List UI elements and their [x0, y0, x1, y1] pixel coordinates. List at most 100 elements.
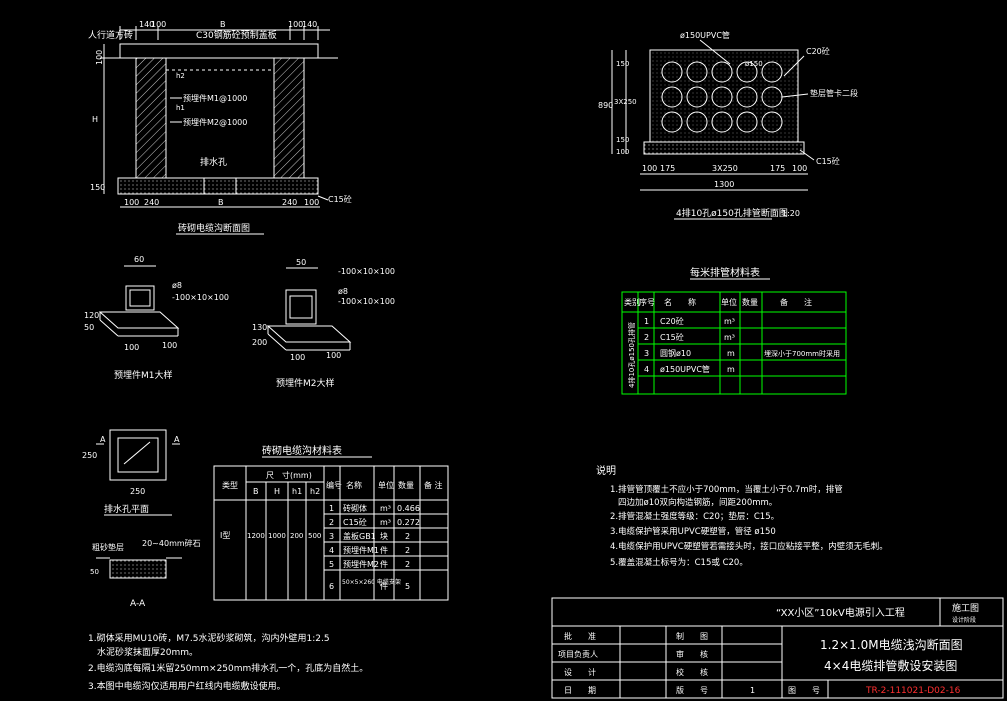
tt-h-no: 编号: [326, 480, 342, 490]
note-right-2: 四边加ø10双向构造钢筋，间距200mm。: [618, 497, 777, 508]
tb-title-2: 4×4电缆排管敷设安装图: [824, 658, 957, 673]
dt-row-2: 2 C15砼 m³: [644, 332, 735, 342]
tt-dim-h1: 200: [290, 532, 303, 540]
drain-layer: 粗砂垫层: [92, 542, 124, 552]
tt-r4-no: 4: [329, 546, 334, 555]
label-cover: C30钢筋砼预制盖板: [196, 29, 277, 41]
tt-r6-name: 50×5×260 电缆支架: [342, 578, 401, 586]
tt-r4-name: 预埋件M1: [343, 545, 379, 555]
duct-bedding: [643, 141, 805, 155]
note-left-3: 2.电缆沟底每隔1米留250mm×250mm排水孔一个，孔底为自然土。: [88, 662, 368, 674]
duct-dim-bot-3: 175: [770, 164, 785, 173]
dt-h-note: 备 注: [780, 297, 812, 307]
drain-caption: 排水孔平面: [104, 503, 149, 515]
duct-label-pipe: ø150UPVC管: [680, 30, 730, 40]
m1-caption: 预埋件M1大样: [114, 369, 173, 381]
duct-dim-bot-0: 100: [642, 164, 657, 173]
note-left-2: 水泥砂浆抹面厚20mm。: [97, 646, 198, 658]
tb-stage: 施工图: [952, 602, 979, 614]
label-embed2: 预埋件M2@1000: [183, 117, 247, 127]
dt-h-unit: 单位: [721, 297, 737, 307]
tb-stage-sub: 设计阶段: [952, 616, 976, 624]
duct-dim-total: 1300: [714, 180, 734, 189]
note-right-4: 3.电缆保护管采用UPVC硬塑管，管径 ø150: [610, 526, 776, 537]
tb-title-1: 1.2×1.0M电缆浅沟断面图: [820, 637, 963, 652]
tb-label-design: 设 计: [564, 667, 596, 677]
dt-r2-name: C15砼: [660, 332, 684, 342]
duct-pipes: [661, 61, 783, 133]
m2-plate2: -100×10×100: [338, 297, 395, 306]
m2-rod: ø8: [338, 287, 348, 296]
tt-h-type: 类型: [222, 480, 238, 490]
label-sidewalk: 人行道方砖: [88, 29, 133, 41]
tb-project: “XX小区”10kV电源引入工程: [776, 606, 905, 619]
m2-dim-top: 50: [296, 258, 306, 267]
note-left-1: 1.砌体采用MU10砖，M7.5水泥砂浆砌筑，沟内外壁用1:2.5: [88, 632, 330, 644]
duct-caption: 4排10孔ø150孔排管断面图: [676, 207, 788, 219]
drain-mark-right: A: [174, 435, 180, 444]
label-h2: h2: [176, 72, 185, 80]
dt-r4-unit: m: [727, 365, 735, 374]
title-block: “XX小区”10kV电源引入工程 施工图 设计阶段 批 准 项目负责人 设 计 …: [551, 597, 1004, 699]
drain-dim-w: 250: [130, 487, 145, 496]
tb-drawing-no-label: 图 号: [788, 686, 820, 695]
label-drain: 排水孔: [200, 156, 227, 168]
cover-slab: [119, 43, 319, 59]
notes-left: 1.砌体采用MU10砖，M7.5水泥砂浆砌筑，沟内外壁用1:2.5 水泥砂浆抹面…: [88, 632, 368, 692]
duct-label-c20: C20砼: [806, 46, 830, 56]
tt-r2-qty: 0.272: [397, 518, 420, 527]
tt-sh-b: B: [253, 487, 259, 496]
dt-r3-name: 圆钢ø10: [660, 348, 691, 358]
drain-stone: 20~40mm碎石: [142, 538, 201, 548]
tt-r6-no: 6: [329, 582, 334, 591]
tt-dim-b: 1200: [247, 532, 265, 540]
embed-m1-detail: 60 ø8 -100×10×100 120 50 100 100 预埋件M1大样: [84, 255, 229, 381]
tt-r6-qty: 5: [405, 582, 410, 591]
dim-top-3: B: [220, 20, 226, 29]
tb-label-pm: 项目负责人: [558, 649, 598, 659]
tb-label-review: 审 核: [676, 649, 708, 659]
dt-category: 4排10孔ø150孔排管: [627, 322, 636, 388]
duct-dim-left-4: 150: [616, 60, 629, 68]
label-h1: h1: [176, 104, 185, 112]
dt-r3-no: 3: [644, 349, 649, 358]
m1-dim-left1: 120: [84, 311, 99, 320]
m2-caption: 预埋件M2大样: [276, 377, 335, 389]
dim-top-1: 140: [139, 20, 154, 29]
trench-material-table: 砖砌电缆沟材料表 类型 尺 寸(mm) 编号 名称 单位 数量 备 注 B H …: [213, 444, 449, 601]
tt-r5-unit: 件: [380, 559, 388, 569]
dt-row-4: 4 ø150UPVC管 m: [644, 364, 735, 374]
tt-sh-h2: h2: [310, 487, 320, 496]
dt-r4-no: 4: [644, 365, 649, 374]
dim-left-1: 100: [95, 50, 104, 65]
label-c15: C15砼: [328, 194, 352, 204]
duct-table-title: 每米排管材料表: [690, 266, 760, 279]
tt-r4-qty: 2: [405, 546, 410, 555]
note-right-1: 1.排管管顶覆土不应小于700mm，当覆土小于0.7m时，排管: [610, 484, 843, 495]
m1-dim-side: 100: [162, 341, 177, 350]
duct-scale: 1:20: [782, 209, 800, 218]
duct-dim-bot-2: 3X250: [712, 164, 738, 173]
duct-dim-left-3: 3X250: [614, 98, 637, 106]
tt-h-qty: 数量: [398, 480, 414, 490]
m1-rod: ø8: [172, 281, 182, 290]
tt-h-name: 名称: [346, 480, 362, 490]
dt-r1-name: C20砼: [660, 316, 684, 326]
tt-r1-name: 砖砌体: [343, 503, 367, 513]
dim-bot-3: B: [218, 198, 224, 207]
tt-sh-h1: h1: [292, 487, 302, 496]
note-left-4: 3.本图中电缆沟仅适用用户红线内电缆敷设使用。: [88, 680, 286, 692]
tb-label-approve: 批 准: [564, 631, 596, 641]
m2-dim-bot: 100: [290, 353, 305, 362]
dim-top-4: 100: [288, 20, 303, 29]
dim-bot-5: 100: [304, 198, 319, 207]
duct-dim-left-1: 100: [616, 148, 629, 156]
tb-label-date: 日 期: [564, 686, 596, 695]
duct-dim-left-2: 150: [616, 136, 629, 144]
duct-label-phi: ø150: [745, 60, 763, 68]
trench-caption: 砖砌电缆沟断面图: [178, 222, 250, 234]
dt-r3-note: 埋深小于700mm时采用: [764, 349, 840, 358]
tt-h-unit: 单位: [378, 480, 394, 490]
tb-label-check: 校 核: [676, 667, 708, 677]
